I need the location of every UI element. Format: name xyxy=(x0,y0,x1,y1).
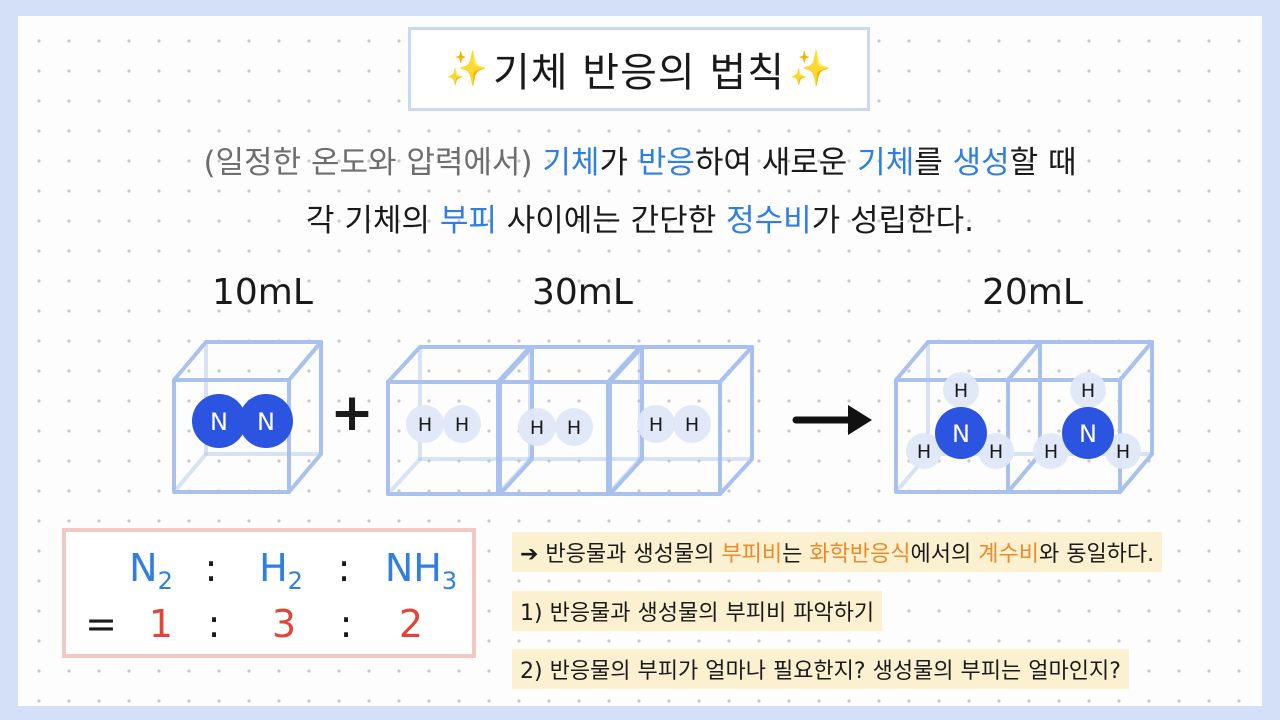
ratio-n2: N2 xyxy=(129,546,173,595)
svg-text:H: H xyxy=(917,441,931,463)
hydrogen-atom: H xyxy=(978,433,1014,469)
ratio-separator: : xyxy=(339,602,353,646)
ratio-separator: : xyxy=(337,546,351,590)
text-segment: 사이에는 간단한 xyxy=(496,203,727,239)
volume-label-h2: 30mL xyxy=(532,272,633,313)
nitrogen-atom: N xyxy=(239,394,293,448)
ratio-value-h2: 3 xyxy=(271,602,297,646)
plus-sign: + xyxy=(330,383,374,443)
nitrogen-atom: N xyxy=(935,407,987,459)
text-segment: 생성 xyxy=(952,145,1010,181)
note-coefficient-ratio: ➔ 반응물과 생성물의 부피비는 화학반응식에서의 계수비와 동일하다. xyxy=(512,532,1163,572)
text-segment: ➔ 반응물과 생성물의 xyxy=(520,542,722,567)
reaction-arrow-icon xyxy=(792,405,872,435)
gas-volume-cube xyxy=(172,340,323,494)
svg-text:H: H xyxy=(649,414,663,436)
ratio-nh3: NH3 xyxy=(384,546,458,595)
text-segment: 계수비 xyxy=(978,542,1039,567)
title-box: ✨ 기체 반응의 법칙 ✨ xyxy=(408,27,870,111)
hydrogen-atom: H xyxy=(406,405,444,443)
sparkle-right-icon: ✨ xyxy=(789,49,833,89)
gas-volume-cube xyxy=(606,345,754,496)
text-segment: 부피 xyxy=(439,203,497,239)
sparkle-left-icon: ✨ xyxy=(445,49,489,89)
svg-text:H: H xyxy=(1044,441,1058,463)
svg-text:N: N xyxy=(257,408,275,436)
ratio-separator: : xyxy=(207,602,221,646)
hydrogen-atom: H xyxy=(637,405,675,443)
ratio-h2: H2 xyxy=(259,546,303,595)
svg-text:H: H xyxy=(685,414,699,436)
svg-text:H: H xyxy=(530,417,544,439)
text-segment: 반응 xyxy=(637,145,695,181)
text-segment: (일정한 온도와 압력에서) xyxy=(203,145,543,181)
ratio-separator: : xyxy=(204,546,218,590)
hydrogen-atom: H xyxy=(555,408,593,446)
text-segment: 정수비 xyxy=(726,203,812,239)
svg-text:H: H xyxy=(1116,441,1130,463)
ratio-value-nh3: 2 xyxy=(398,602,424,646)
note-step-1: 1) 반응물과 생성물의 부피비 파악하기 xyxy=(512,591,883,631)
svg-text:H: H xyxy=(989,441,1003,463)
hydrogen-atom: H xyxy=(943,372,979,408)
svg-text:H: H xyxy=(418,414,432,436)
hydrogen-atom: H xyxy=(1033,433,1069,469)
svg-text:H: H xyxy=(1081,380,1095,402)
note-step-2: 2) 반응물의 부피가 얼마나 필요한지? 생성물의 부피는 얼마인지? xyxy=(512,649,1129,689)
page-title: 기체 반응의 법칙 xyxy=(492,50,786,96)
description-line-1: (일정한 온도와 압력에서) 기체가 반응하여 새로운 기체를 생성할 때 xyxy=(0,137,1280,182)
text-segment: 는 xyxy=(782,542,810,567)
volume-label-n2: 10mL xyxy=(212,272,313,313)
text-segment: 할 때 xyxy=(1009,145,1077,181)
svg-text:N: N xyxy=(210,408,228,436)
svg-text:H: H xyxy=(567,417,581,439)
description-line-2: 각 기체의 부피 사이에는 간단한 정수비가 성립한다. xyxy=(0,195,1280,240)
hydrogen-atom: H xyxy=(906,433,942,469)
text-segment: 가 성립한다. xyxy=(811,203,974,239)
hydrogen-atom: H xyxy=(1105,433,1141,469)
text-segment: 에서의 xyxy=(910,542,979,567)
text-segment: 기체 xyxy=(857,145,915,181)
ratio-box: N2 : H2 : NH3 = 1 : 3 : 2 xyxy=(62,528,476,658)
svg-text:H: H xyxy=(455,414,469,436)
svg-text:N: N xyxy=(1079,420,1097,448)
hydrogen-atom: H xyxy=(443,405,481,443)
text-segment: 를 xyxy=(914,145,953,181)
svg-text:N: N xyxy=(952,420,970,448)
svg-text:H: H xyxy=(954,380,968,402)
text-segment: 가 xyxy=(599,145,638,181)
hydrogen-atom: H xyxy=(673,405,711,443)
hydrogen-atom: H xyxy=(518,408,556,446)
text-segment: 와 동일하다. xyxy=(1038,542,1155,567)
ratio-value-n2: 1 xyxy=(148,602,174,646)
text-segment: 부피비 xyxy=(721,542,783,567)
text-segment: 화학반응식 xyxy=(809,542,911,567)
text-segment: 하여 새로운 xyxy=(694,145,858,181)
nitrogen-atom: N xyxy=(192,394,246,448)
text-segment: 기체 xyxy=(542,145,600,181)
volume-label-nh3: 20mL xyxy=(982,272,1083,313)
text-segment: 각 기체의 xyxy=(306,203,440,239)
ratio-equals: = xyxy=(85,602,117,646)
hydrogen-atom: H xyxy=(1070,372,1106,408)
nitrogen-atom: N xyxy=(1062,407,1114,459)
